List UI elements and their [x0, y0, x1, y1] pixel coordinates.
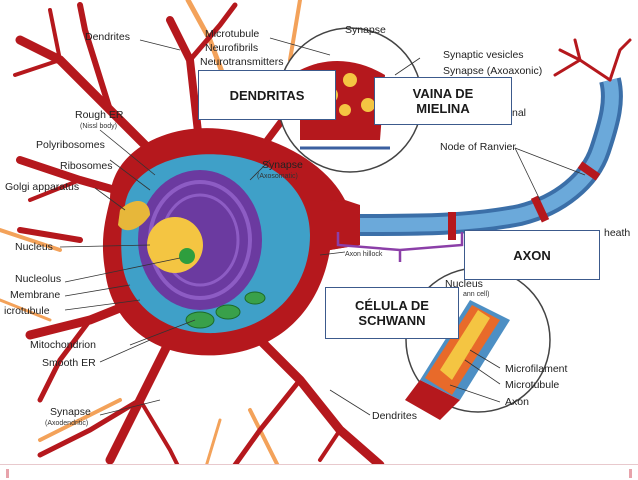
callout-vaina-line2: MIELINA — [416, 101, 470, 116]
label-neurofibrils: Neurofibrils — [205, 42, 258, 54]
callout-celula-line2: SCHWANN — [358, 313, 426, 328]
label-axosomatic: (Axosomatic) — [257, 173, 298, 180]
node-of-ranvier — [530, 195, 550, 223]
label-terminal: nal — [512, 107, 526, 119]
footer-marker-right — [629, 469, 632, 478]
label-synaptic-vesicles: Synaptic vesicles — [443, 49, 524, 61]
callout-celula-line1: CÉLULA DE — [355, 298, 429, 313]
label-microfilament: Microfilament — [505, 363, 568, 375]
label-synapse-top: Synapse — [345, 24, 386, 36]
callout-vaina-de-mielina: VAINA DE MIELINA — [374, 77, 512, 125]
label-axon-small: Axon — [505, 396, 529, 408]
label-membrane: Membrane — [10, 289, 60, 301]
label-nucleolus: Nucleolus — [15, 273, 61, 285]
label-synapse-mid: Synapse — [262, 159, 303, 171]
nucleus — [147, 217, 203, 273]
callout-axon-text: AXON — [513, 247, 551, 263]
label-synapse-axoaxonic: Synapse (Axoaxonic) — [443, 65, 542, 77]
label-dendrites-bottom: Dendrites — [372, 410, 417, 422]
callout-axon: AXON — [464, 230, 600, 280]
axon-hillock — [330, 200, 360, 250]
callout-dendritas: DENDRITAS — [198, 70, 336, 120]
callout-dendritas-text: DENDRITAS — [229, 87, 305, 103]
label-nucleus: Nucleus — [15, 241, 53, 253]
label-axon-hillock: Axon hillock — [345, 251, 383, 258]
leader-lines — [59, 37, 586, 416]
label-mitochondrion: Mitochondrion — [30, 339, 96, 351]
mitochondria — [185, 291, 266, 329]
footer-marker-left — [6, 469, 9, 478]
label-microtubule-bottom: Microtubule — [505, 379, 559, 391]
label-synapse-bottom: Synapse — [50, 406, 91, 418]
label-golgi: Golgi apparatus — [5, 181, 79, 193]
axon-hillock-bracket — [336, 232, 464, 262]
callout-celula-de-schwann: CÉLULA DE SCHWANN — [325, 287, 459, 339]
label-sheath: heath — [604, 227, 630, 239]
label-nissl-body: (Nissl body) — [80, 123, 117, 130]
label-axodendritic: (Axodendritic) — [45, 420, 88, 427]
label-microtubule-left: icrotubule — [4, 305, 50, 317]
label-node-ranvier: Node of Ranvier — [440, 141, 516, 153]
label-microtubule-top: Microtubule — [205, 28, 259, 40]
label-schwann-cell: ann cell) — [463, 291, 489, 298]
label-polyribosomes: Polyribosomes — [36, 139, 105, 151]
label-dendrites-top: Dendrites — [85, 31, 130, 43]
slide-footer — [0, 464, 638, 480]
english-labels: Dendrites Microtubule Neurofibrils Neuro… — [4, 24, 630, 427]
node-of-ranvier — [577, 161, 601, 181]
callout-vaina-line1: VAINA DE — [412, 86, 474, 101]
label-neurotransmitters: Neurotransmitters — [200, 56, 283, 68]
label-ribosomes: Ribosomes — [60, 160, 113, 172]
axon — [359, 77, 623, 240]
label-smooth-er: Smooth ER — [42, 357, 96, 369]
axon-terminal — [553, 38, 632, 82]
nucleolus — [179, 248, 195, 264]
golgi-apparatus — [118, 200, 150, 231]
node-of-ranvier — [448, 212, 456, 240]
label-rough-er: Rough ER — [75, 109, 124, 121]
